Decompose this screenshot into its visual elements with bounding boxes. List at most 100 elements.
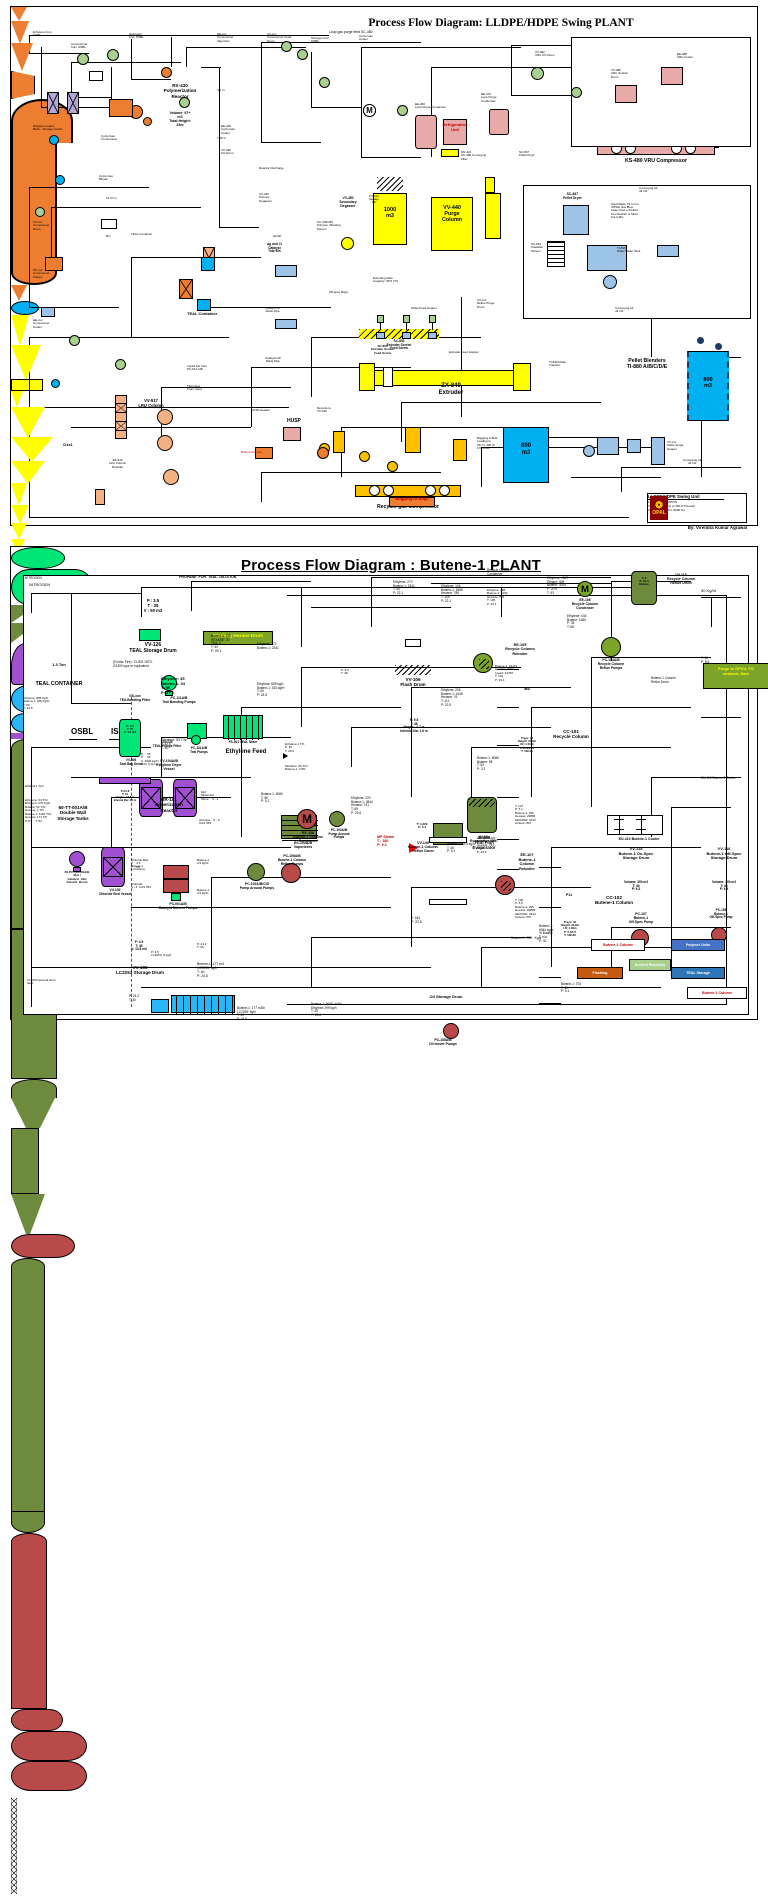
lru-packing-2 xyxy=(115,421,127,431)
teal-pump-impeller xyxy=(191,735,201,745)
compressor-trapezoid-1 xyxy=(11,43,33,71)
process-line-2 xyxy=(31,847,32,967)
pellet-water-tank xyxy=(587,245,627,271)
evaporator-680-demister xyxy=(469,799,495,807)
catalyst-hp-label: Catalyst HP Mack Pipe xyxy=(265,356,281,364)
process-line-2 xyxy=(501,587,651,588)
nitrogen-label: NITROGEN xyxy=(29,582,51,587)
secondary-degasser-label: VV-450 Secondary Degasser xyxy=(339,196,357,208)
lc-mixer-el-8 xyxy=(232,996,233,1014)
cooler-circle-3 xyxy=(35,207,45,217)
powder-storage-bin-body xyxy=(373,193,407,245)
pump-circle-5 xyxy=(115,359,126,370)
tea-bonding-filter-label: GS-xxx TEA Bonding Filter xyxy=(119,694,151,702)
process-tag-2-5: Butene-1: 270 HEXANE: 20 TEA: 3 T: 30 P:… xyxy=(211,634,232,653)
teal-pumps-filter-label: GS-126 TEAL Pumps Filter xyxy=(152,740,182,748)
lru-bottoms-pump xyxy=(95,489,105,505)
lc-mixer-el-2 xyxy=(190,996,191,1014)
offspec-bags-label: Off-spec Bags xyxy=(329,290,348,294)
lc2253-drum-note: P: 3.5 T: 35 V: 13.5 m3 xyxy=(131,940,147,952)
spec-waste-label: Spec/Waste TS to Cut Off/Silo plus Blow … xyxy=(611,202,639,219)
pink-vessel-2 xyxy=(489,109,509,135)
process-line xyxy=(211,307,331,308)
process-line-2 xyxy=(371,577,611,578)
reactor-feed-note: Ethylene: 895 Kg/h Butene-1: 425 Kg/H T:… xyxy=(23,696,50,711)
butene-1-column-dest-2: Butene-1 Column xyxy=(687,987,747,999)
butene-column-body xyxy=(11,1550,47,1709)
lc-mixer-el-4 xyxy=(204,996,205,1014)
vaporizer-pump xyxy=(329,811,345,827)
charge-pumps-label: 60-PC-001001A/B Slot / Catalyst Slot Sol… xyxy=(64,870,90,885)
flash-overhead-2: Ethylene: 104 Butene-1: 5466 Hexane: 789… xyxy=(441,584,463,603)
process-line xyxy=(311,107,361,108)
feeder-hopper-1 xyxy=(402,332,411,339)
powder-storage-bin-cone xyxy=(11,407,45,437)
ethanol-note: Ethanol:1 Tph xyxy=(25,784,44,788)
battery-limit-divider xyxy=(131,697,132,1007)
teal-bonding-pump-base xyxy=(165,691,173,696)
butene-column-condenser: M xyxy=(297,809,317,829)
reactor-dome xyxy=(11,99,73,143)
recycle-compressor-wheel-0 xyxy=(369,485,380,496)
process-line xyxy=(311,337,312,397)
flash-drum-nozzle xyxy=(405,639,421,647)
lru-condenser-2 xyxy=(157,435,173,451)
process-line xyxy=(261,42,421,43)
process-tag-34: SC-847 Pellet Dryer xyxy=(519,150,535,158)
mixer-element-3 xyxy=(246,716,247,740)
dimerization-reactor-label: RR-101 Dimerization Reactor xyxy=(155,797,183,813)
process-line-2 xyxy=(551,847,701,848)
lru-packing-1 xyxy=(115,403,127,413)
recycle-column-condenser: M xyxy=(577,581,593,597)
recycle-reflux-drum-label: VV-110 Recycle Column Reflux Drum xyxy=(667,573,695,586)
tfe-lower-band xyxy=(429,899,467,905)
butene-column-note: Trays: 30 Height: 23.6m I.D: 1.60m P: 5.… xyxy=(560,920,580,937)
process-line xyxy=(51,207,52,267)
pellet-blender-volume: 800 m3 xyxy=(703,377,713,390)
process-line-2 xyxy=(31,747,151,748)
lc-mixer-el-1 xyxy=(183,996,184,1014)
degasser-rotary-valve xyxy=(341,237,354,250)
purge-column-label: VV-440 Purge Column xyxy=(441,205,463,224)
reactor-loop-line xyxy=(219,227,259,228)
process-line xyxy=(261,472,262,502)
process-tag-19: VV-438 KO Drum xyxy=(221,148,234,156)
process-line-2 xyxy=(591,657,592,807)
process-line xyxy=(461,297,462,417)
process-line-2 xyxy=(191,581,192,611)
recycle-reflux-pumps-label: PC-104A/B Recycle Column Reflux Pumps xyxy=(597,658,625,670)
offspec-pump-label: PC-107 Butene-1 Off-Spec Pump xyxy=(628,912,654,924)
guard-bed-vessel-a xyxy=(47,92,59,114)
process-line-2 xyxy=(611,581,612,661)
process-tag-32: TEAL Container xyxy=(131,232,153,236)
heat-exchanger-circle-2 xyxy=(107,49,119,61)
reactor-loop-line xyxy=(201,67,221,68)
process-line xyxy=(71,62,72,97)
alumina-note: Alumina : S - 3 CAS 353 xyxy=(199,818,220,826)
process-line-2 xyxy=(671,807,672,967)
catalyst-solvent-pump-a xyxy=(163,865,189,879)
osbl-underline xyxy=(69,739,97,740)
diagram-2-sheet: Process Flow Diagram : Butene-1 PLANT OS… xyxy=(10,546,768,1895)
small-exchanger-2 xyxy=(101,219,117,229)
cooler-top-2 xyxy=(281,41,292,52)
process-line xyxy=(29,53,89,54)
pink-vessel-1 xyxy=(415,115,437,149)
pellet-silo-mid-body xyxy=(503,427,549,483)
process-line-2 xyxy=(471,747,671,748)
process-line-2 xyxy=(191,581,311,582)
lc2253-storage-drum-label: VV-105 LC2253 Storage Drum xyxy=(116,965,164,976)
process-line xyxy=(431,67,611,68)
catalyst-solvent-pumps-label: PC-001A/B Catalyst Solvent Pumps xyxy=(158,902,198,910)
process-tag-9: VV-482 VRU KO Drum xyxy=(535,50,555,58)
vaporizers-label: ES-103A/B Vaporizers xyxy=(293,841,313,850)
recycle-col-overhead: Ethylene: 1847 Ethane: 408 Butene: 3044 … xyxy=(547,576,569,595)
process-line-2 xyxy=(701,597,741,598)
small-exchanger-1 xyxy=(89,71,103,81)
pellet-surge-hopper-top xyxy=(657,245,679,257)
process-tag-29: Conveying Air 44 t/hr xyxy=(615,306,634,314)
loop-gas-purge-label: Loop gas purge feed SC-480 xyxy=(329,30,373,34)
pump-circle-4 xyxy=(69,335,80,346)
ethylene-feed-arrow xyxy=(283,753,288,759)
chloride-bed-vessel-label: VV-102 Chloride Bed Vessel xyxy=(98,888,132,896)
